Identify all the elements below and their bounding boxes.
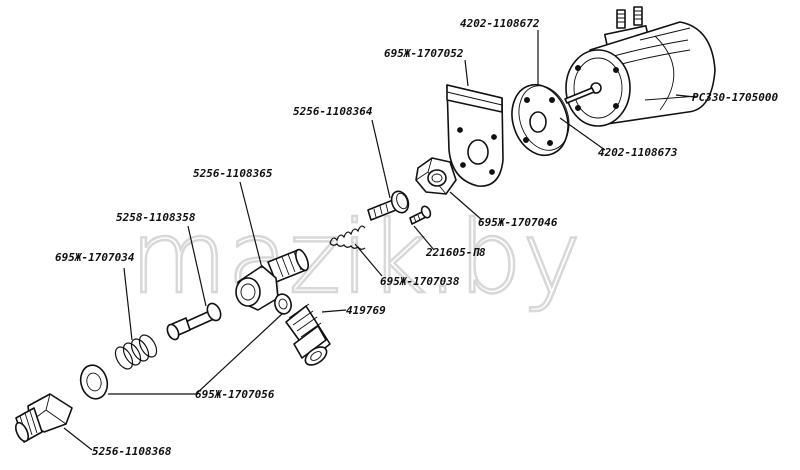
label-fitting: 419769 (346, 304, 386, 317)
leader-nut (449, 191, 483, 221)
label-plug: 5256-1108368 (92, 445, 172, 458)
main-spring (114, 334, 158, 370)
motor-flange (511, 83, 570, 157)
leader-small-spring (354, 243, 383, 277)
leader-fitting (321, 309, 347, 313)
plug (15, 393, 73, 443)
screw (409, 205, 432, 225)
leader-screw (413, 225, 435, 251)
label-screw: 221605-П8 (425, 246, 486, 259)
leader-motor (675, 94, 696, 98)
motor (564, 6, 716, 127)
label-washer: 695Ж-1707056 (195, 388, 275, 401)
leader-washer (108, 313, 283, 395)
leader-plug (63, 427, 93, 451)
fitting (285, 303, 331, 366)
label-motor: РС330-1705000 (692, 91, 778, 104)
label-mounting-plate: 695Ж-1707052 (384, 47, 464, 60)
mounting-plate (446, 84, 504, 187)
label-nut: 695Ж-1707046 (478, 216, 558, 229)
label-long-bolt: 5256-1108364 (293, 105, 373, 118)
label-small-spring: 695Ж-1707038 (380, 275, 460, 288)
valve-stem (166, 302, 222, 341)
nut (415, 157, 457, 195)
long-bolt (367, 190, 410, 221)
tee-body (235, 248, 310, 311)
leader-main-spring (123, 267, 133, 341)
leader-mounting-plate (464, 59, 469, 87)
leader-motor-shaft-seal (559, 117, 606, 151)
label-tee-body: 5256-1108365 (193, 167, 273, 180)
leader-tee-body (239, 181, 263, 269)
label-valve-stem: 5258-1108358 (116, 211, 196, 224)
leader-valve-stem (187, 225, 207, 307)
leader-long-bolt (371, 119, 391, 199)
label-main-spring: 695Ж-1707034 (55, 251, 135, 264)
washer (79, 293, 292, 400)
label-motor-shaft-seal: 4202-1108673 (598, 146, 678, 159)
label-motor-flange: 4202-1108672 (460, 17, 540, 30)
